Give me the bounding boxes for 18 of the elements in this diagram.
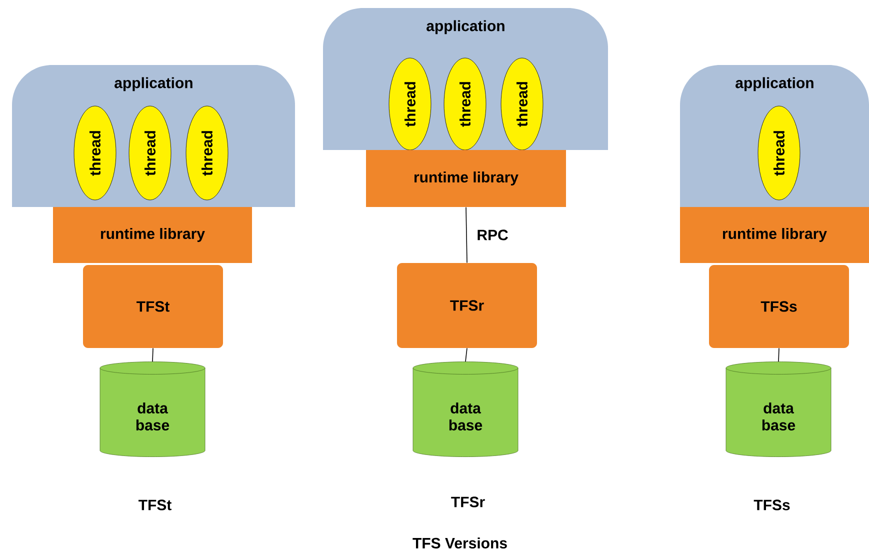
library-box: runtime library xyxy=(366,150,566,207)
server-box: TFSt xyxy=(83,265,223,348)
database-cylinder: data base xyxy=(726,362,832,457)
library-box: runtime library xyxy=(680,207,869,263)
server-box: TFSs xyxy=(709,265,849,348)
caption: TFS Versions xyxy=(412,537,507,548)
database-cylinder: data base xyxy=(100,362,206,457)
connector-line xyxy=(778,348,780,362)
version-label: TFSt xyxy=(138,500,172,510)
server-box: TFSr xyxy=(397,263,537,348)
connector-line xyxy=(152,348,154,362)
library-box: runtime library xyxy=(53,207,252,263)
database-cylinder: data base xyxy=(412,362,518,457)
version-label: TFSr xyxy=(451,496,485,508)
version-label: TFSs xyxy=(754,500,790,510)
connector-line xyxy=(465,348,468,362)
connector-line xyxy=(466,206,468,264)
edge-label: RPC xyxy=(474,228,510,242)
